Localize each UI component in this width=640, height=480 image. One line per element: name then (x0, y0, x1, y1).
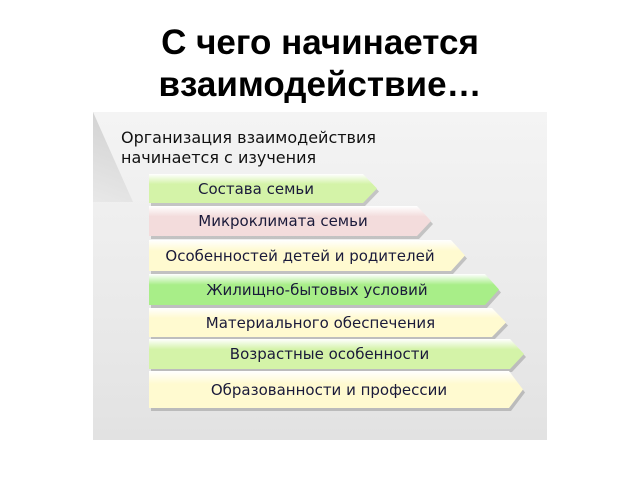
step-label: Возрастные особенности (229, 345, 430, 363)
intro-line-1: Организация взаимодействия (121, 128, 377, 147)
intro-line-2: начинается с изучения (121, 148, 317, 167)
slide-title-line-2: взаимодействие… (158, 65, 482, 104)
step-label: Материального обеспечения (205, 313, 436, 332)
step-label: Состава семьи (197, 179, 314, 198)
step-label: Микроклимата семьи (198, 212, 368, 230)
step-label: Особенностей детей и родителей (165, 246, 435, 265)
slide-title-line-1: С чего начинается (161, 23, 479, 62)
slide-title: С чего начинается взаимодействие… (0, 22, 640, 106)
step-arrow: Особенностей детей и родителей (149, 240, 465, 271)
diagram-intro: Организация взаимодействия начинается с … (121, 128, 461, 168)
step-arrow: Микроклимата семьи (149, 206, 431, 236)
step-arrow: Жилищно-бытовых условий (149, 274, 499, 305)
step-arrow: Материального обеспечения (149, 308, 506, 337)
step-arrow: Состава семьи (149, 174, 377, 203)
step-arrow: Возрастные особенности (149, 339, 524, 369)
step-label: Образованности и профессии (210, 380, 448, 399)
step-label: Жилищно-бытовых условий (206, 280, 428, 299)
step-arrow: Образованности и профессии (149, 371, 523, 408)
